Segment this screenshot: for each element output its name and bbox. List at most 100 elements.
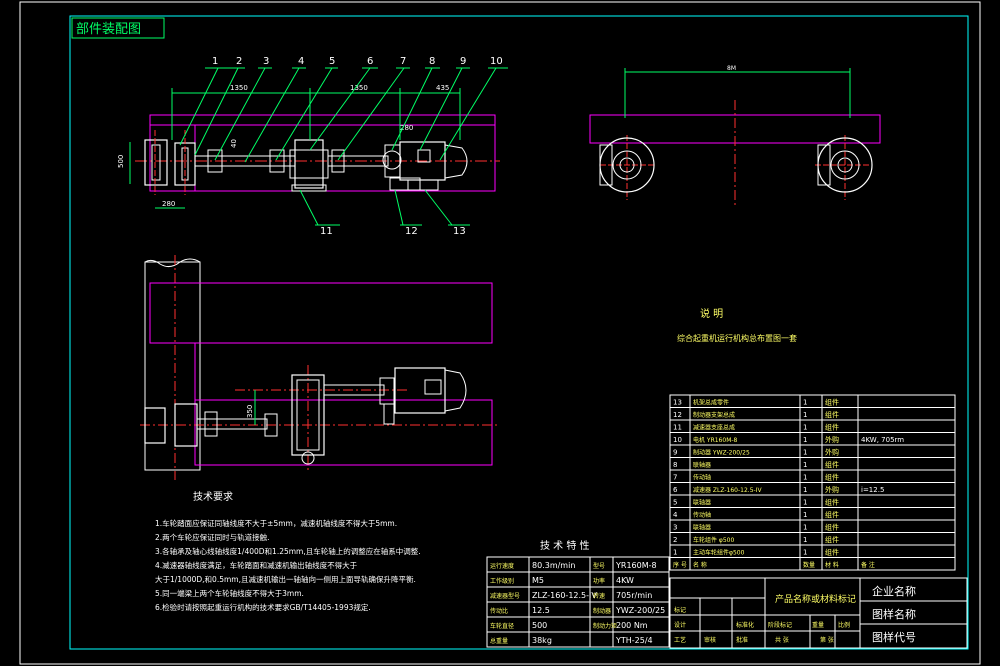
callout-2: 2 xyxy=(236,56,242,67)
parts-cell-8-1: 联轴器 xyxy=(693,499,711,507)
parts-cell-6-0: 7 xyxy=(673,474,677,482)
parts-cell-3-0: 10 xyxy=(673,436,682,444)
spec-cell-2-3: 705r/min xyxy=(616,591,652,600)
callout-1: 1 xyxy=(212,56,218,67)
tb-weight: 重量 xyxy=(812,621,824,629)
callout-8: 8 xyxy=(429,56,435,67)
tb-approve: 批准 xyxy=(736,636,748,644)
dim-1350-left: 1350 xyxy=(230,84,248,92)
callout-11: 11 xyxy=(320,226,333,237)
plan-view: 350 xyxy=(140,255,500,480)
parts-cell-9-1: 传动轴 xyxy=(693,511,711,519)
spec-cell-0-1: 80.3m/min xyxy=(532,561,575,570)
parts-cell-1-1: 制动器支架总成 xyxy=(693,411,735,419)
parts-cell-8-2: 1 xyxy=(803,499,807,507)
spec-cell-1-0: 工作级别 xyxy=(490,577,514,585)
parts-cell-4-1: 制动器 YWZ-200/25 xyxy=(693,449,750,457)
spec-cell-5-0: 总重量 xyxy=(490,637,508,645)
parts-cell-11-0: 2 xyxy=(673,536,677,544)
parts-cell-2-2: 1 xyxy=(803,424,807,432)
spec-cell-2-2: 转速 xyxy=(593,592,605,600)
tech-req-5: 大于1/1000D,和0.5mm,且减速机输出一轴轴向一侧用上面导轨确保升降平衡… xyxy=(155,574,416,584)
spec-cell-4-1: 500 xyxy=(532,621,547,630)
tech-req-7: 6.检验时请按照起重运行机构的技术要求GB/T14405-1993规定. xyxy=(155,602,371,612)
parts-cell-11-3: 组件 xyxy=(825,535,839,544)
dim-280-left: 280 xyxy=(162,200,175,208)
reducer xyxy=(294,139,324,189)
spec-cell-1-1: M5 xyxy=(532,576,544,585)
dim-280-right: 280 xyxy=(400,124,413,132)
parts-cell-2-1: 减速器支座总成 xyxy=(693,424,735,432)
dim-500: 500 xyxy=(117,155,125,168)
parts-cell-12-1: 主动车轮组件φ500 xyxy=(693,549,745,557)
parts-cell-4-2: 1 xyxy=(803,449,807,457)
parts-cell-10-3: 组件 xyxy=(825,523,839,532)
parts-cell-8-3: 组件 xyxy=(825,498,839,507)
parts-cell-9-3: 组件 xyxy=(825,510,839,519)
parts-cell-12-0: 1 xyxy=(673,549,677,557)
parts-cell-10-2: 1 xyxy=(803,524,807,532)
parts-cell-10-0: 3 xyxy=(673,524,677,532)
parts-cell-0-0: 13 xyxy=(673,399,682,407)
spec-cell-4-3: 200 Nm xyxy=(616,621,648,630)
callout-10: 10 xyxy=(490,56,503,67)
parts-cell-3-1: 电机 YR160M-8 xyxy=(693,436,738,444)
parts-header-0: 序 号 xyxy=(673,561,687,569)
tech-req-3: 3.各轴承及轴心线轴线度1/400D和1.25mm,且车轮轴上的调整应在轴系中调… xyxy=(155,546,421,556)
parts-cell-5-0: 8 xyxy=(673,461,677,469)
tech-req-title: 技术要求 xyxy=(193,490,233,503)
drawing-name: 图样名称 xyxy=(872,607,916,621)
spec-cell-0-0: 运行速度 xyxy=(490,562,514,570)
plan-girder-top xyxy=(149,282,493,344)
parts-cell-1-2: 1 xyxy=(803,411,807,419)
parts-cell-12-3: 组件 xyxy=(825,548,839,557)
callout-9: 9 xyxy=(460,56,466,67)
tb-process: 工艺 xyxy=(674,636,686,644)
spec-cell-2-1: ZLZ-160-12.5-IV xyxy=(532,591,597,600)
parts-cell-3-2: 1 xyxy=(803,436,807,444)
spec-cell-4-0: 车轮直径 xyxy=(490,622,514,630)
callout-4: 4 xyxy=(298,56,304,67)
parts-cell-0-3: 组件 xyxy=(825,398,839,407)
spec-cell-4-2: 制动力矩 xyxy=(593,622,617,630)
parts-cell-9-2: 1 xyxy=(803,511,807,519)
drawing-code: 图样代号 xyxy=(872,630,916,644)
parts-cell-7-0: 6 xyxy=(673,486,678,494)
parts-header-3: 材 料 xyxy=(825,561,839,569)
parts-cell-11-1: 车轮组件 φ500 xyxy=(693,536,735,544)
spec-cell-3-2: 制动器 xyxy=(593,607,611,615)
plan-end-beam xyxy=(144,261,201,471)
parts-cell-5-3: 组件 xyxy=(825,460,839,469)
dim-1350-right: 1350 xyxy=(350,84,368,92)
tb-mark: 标记 xyxy=(674,606,686,614)
outer-border xyxy=(19,1,981,665)
parts-cell-6-1: 传动轴 xyxy=(693,474,711,482)
callout-6: 6 xyxy=(367,56,373,67)
side-view: 8M xyxy=(589,65,881,205)
callout-5: 5 xyxy=(329,56,335,67)
spec-cell-5-3: YTH-25/4 xyxy=(615,636,653,645)
corner-label: 部件装配图 xyxy=(76,22,141,37)
parts-cell-4-0: 9 xyxy=(673,449,677,457)
tech-req-1: 1.车轮踏面应保证同轴线度不大于±5mm，减速机轴线度不得大于5mm. xyxy=(155,518,397,528)
tb-design: 设计 xyxy=(674,621,686,629)
tech-spec-title: 技 术 特 性 xyxy=(540,539,590,552)
inner-border xyxy=(69,15,969,650)
parts-header-1: 名 称 xyxy=(693,561,707,569)
parts-cell-1-0: 12 xyxy=(673,411,682,419)
tb-stage: 阶段标记 xyxy=(768,621,792,629)
parts-cell-5-2: 1 xyxy=(803,461,807,469)
dim-top-right: 8M xyxy=(727,65,736,72)
dim-40: 40 xyxy=(230,139,238,148)
tech-req-4: 4.减速器轴线度满足，车轮踏面和减速机输出轴线度不得大于 xyxy=(155,560,358,570)
front-view: 1350 1350 435 500 280 280 40 1 2 3 4 xyxy=(117,56,508,237)
parts-cell-11-2: 1 xyxy=(803,536,807,544)
notes-title: 说 明 xyxy=(700,307,723,320)
parts-cell-6-3: 组件 xyxy=(825,473,839,482)
dim-435: 435 xyxy=(436,84,449,92)
parts-cell-1-3: 组件 xyxy=(825,410,839,419)
spec-cell-3-0: 传动比 xyxy=(490,607,508,615)
spec-cell-5-1: 38kg xyxy=(532,636,552,645)
